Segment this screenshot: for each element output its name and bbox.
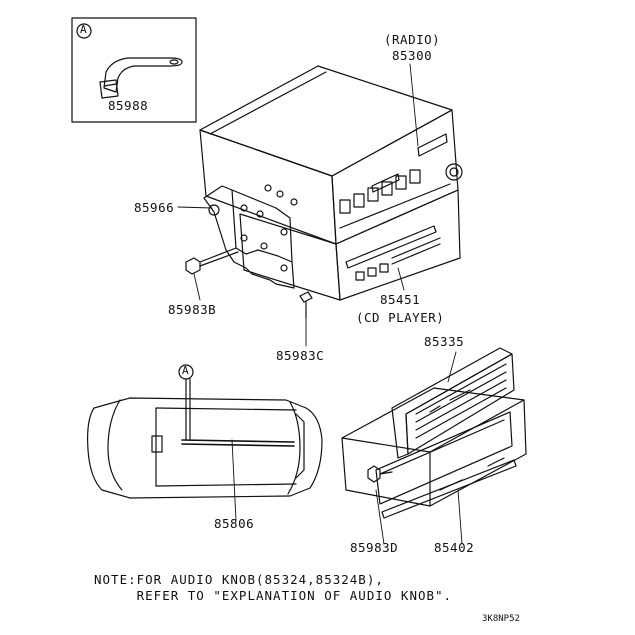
strap-85988 [99, 57, 183, 99]
note-line-2: REFER TO "EXPLANATION OF AUDIO KNOB". [94, 588, 453, 603]
radio-caption: (RADIO) [384, 32, 441, 47]
screw-c-part-number: 85983C [276, 348, 325, 363]
volume-knob [445, 163, 463, 181]
pocket-85402 [341, 387, 527, 519]
radio-part-number: 85300 [392, 48, 433, 63]
screw-85983d [367, 465, 393, 483]
bolt-85983b [185, 247, 239, 275]
callout-circle-a-inset [76, 23, 92, 39]
callout-a-inset: A [80, 23, 88, 36]
radio-unit-85300 [199, 65, 463, 245]
diagram-code: 3K8NP52 [482, 614, 520, 624]
car-outline [87, 364, 323, 499]
cd-part-number: 85451 [380, 292, 421, 307]
bracket-85966 [203, 184, 298, 289]
harness-part-number: 85806 [214, 516, 255, 531]
inset-box-a [71, 17, 197, 123]
cd-caption: (CD PLAYER) [356, 310, 445, 325]
screw-d-part-number: 85983D [350, 540, 399, 555]
leader-lines [177, 63, 463, 545]
panel-part-number: 85335 [424, 334, 465, 349]
pocket-part-number: 85402 [434, 540, 475, 555]
strap-part-number: 85988 [108, 98, 149, 113]
radio-buttons [339, 169, 421, 214]
callout-a-car: A [182, 364, 190, 377]
note-line-1: NOTE:FOR AUDIO KNOB(85324,85324B), [94, 572, 384, 587]
screw-85983c [299, 291, 313, 319]
bracket-part-number: 85966 [134, 200, 175, 215]
panel-85335 [391, 347, 515, 459]
bolt-b-part-number: 85983B [168, 302, 217, 317]
harness-85806 [181, 439, 295, 447]
